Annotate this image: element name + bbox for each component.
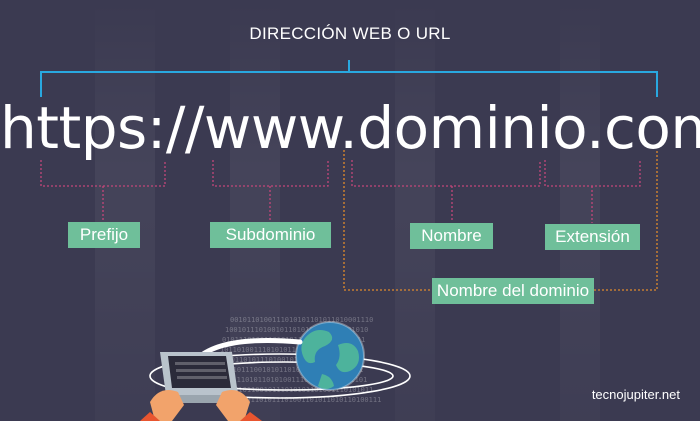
url-text: https://www.dominio.com <box>0 94 700 162</box>
label-domain-name: Nombre del dominio <box>432 278 594 304</box>
globe-icon <box>295 321 365 391</box>
domain-bracket <box>343 150 658 291</box>
svg-text:001011010011101010110101101000: 0010110100111010101101011010001110 <box>230 316 373 324</box>
url-bracket <box>40 60 658 97</box>
orbit-ring-outer <box>149 353 411 399</box>
svg-text:110101110010101101010110100111: 1101011100101011010101101001110101 <box>220 366 363 374</box>
bg-light-column <box>95 0 155 421</box>
bg-light-column <box>230 0 280 421</box>
svg-text:001110101101010011101011010010: 0011101011010100111010110100101101 <box>224 376 367 384</box>
svg-text:010110101110100110101101011010: 0101101011101001101011010110100111 <box>238 396 381 404</box>
svg-text:010011010111010010110101101000: 0100110101110100101101011010001110 <box>218 356 361 364</box>
bg-light-column <box>395 0 435 421</box>
bg-light-column <box>560 0 600 421</box>
diagram-title: DIRECCIÓN WEB O URL <box>249 24 451 43</box>
label-name: Nombre <box>410 223 493 249</box>
label-subdomain: Subdominio <box>210 222 331 248</box>
label-extension: Extensión <box>545 224 640 250</box>
label-prefix: Prefijo <box>68 222 140 248</box>
hands-icon <box>140 389 262 421</box>
watermark: tecnojupiter.net <box>591 387 680 402</box>
svg-text:100101110100101101010110001110: 1001011101001011010101100011101010 <box>225 326 368 334</box>
part-brackets <box>40 160 641 223</box>
laptop-icon <box>158 352 244 403</box>
svg-text:101101001110101011010110001110: 1011010011101010110101100011101001 <box>220 346 363 354</box>
